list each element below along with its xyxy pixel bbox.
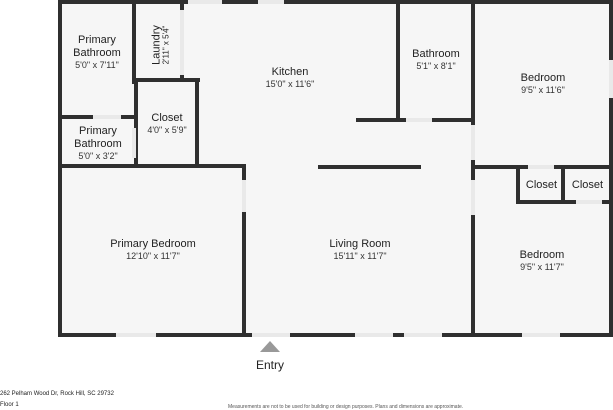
room-bathroom: Bathroom 5'1" x 8'1": [400, 48, 472, 72]
room-primary-bedroom: Primary Bedroom 12'10" x 11'7": [82, 238, 224, 262]
room-dimensions: 12'10" x 11'7": [126, 250, 180, 261]
room-name: Bathroom: [412, 48, 460, 60]
room-name: Closet: [151, 112, 183, 124]
room-closet-b: Closet: [565, 179, 610, 192]
room-dimensions: 9'5" x 11'7": [520, 261, 564, 272]
room-name: Closet: [525, 179, 558, 191]
room-primary-bathroom-lower: Primary Bathroom 5'0" x 3'2": [62, 125, 134, 162]
room-dimensions: 5'1" x 8'1": [416, 60, 456, 71]
room-closet-a: Closet: [520, 179, 563, 192]
room-dimensions: 9'5" x 11'6": [521, 84, 565, 95]
disclaimer-text: Measurements are not to be used for buil…: [228, 404, 464, 410]
room-name: Bedroom: [519, 249, 565, 261]
room-dimensions: 2'11" x 5'4": [161, 25, 171, 65]
room-primary-bathroom-upper: Primary Bathroom 5'0" x 7'11": [62, 34, 132, 71]
entry-label: Entry: [255, 358, 284, 372]
room-bedroom-bottom: Bedroom 9'5" x 11'7": [482, 249, 602, 273]
room-dimensions: 5'0" x 3'2": [78, 150, 118, 161]
address-text: 262 Pelham Wood Dr, Rock Hill, SC 29732: [0, 391, 114, 397]
room-dimensions: 15'11" x 11'7": [333, 250, 387, 261]
room-dimensions: 15'0" x 11'6": [265, 78, 315, 89]
room-laundry: Laundry 2'11" x 5'4": [141, 18, 181, 72]
room-name: Living Room: [329, 238, 391, 250]
room-name: Kitchen: [271, 66, 309, 78]
room-kitchen: Kitchen 15'0" x 11'6": [230, 66, 350, 90]
room-dimensions: 5'0" x 7'11": [75, 59, 119, 70]
room-name: Closet: [571, 179, 604, 191]
entry-arrow-icon: [260, 341, 280, 352]
room-name: Primary Bedroom: [110, 238, 196, 250]
room-bedroom-top: Bedroom 9'5" x 11'6": [483, 72, 603, 96]
room-name: Bedroom: [520, 72, 566, 84]
room-closet-small: Closet 4'0" x 5'9": [138, 112, 196, 136]
room-dimensions: 4'0" x 5'9": [147, 124, 187, 135]
room-name: Primary Bathroom: [73, 34, 121, 59]
room-living-room: Living Room 15'11" x 11'7": [300, 238, 420, 262]
floor-label: Floor 1: [0, 402, 19, 408]
openings: [93, 0, 613, 337]
room-name: Primary Bathroom: [74, 125, 122, 150]
